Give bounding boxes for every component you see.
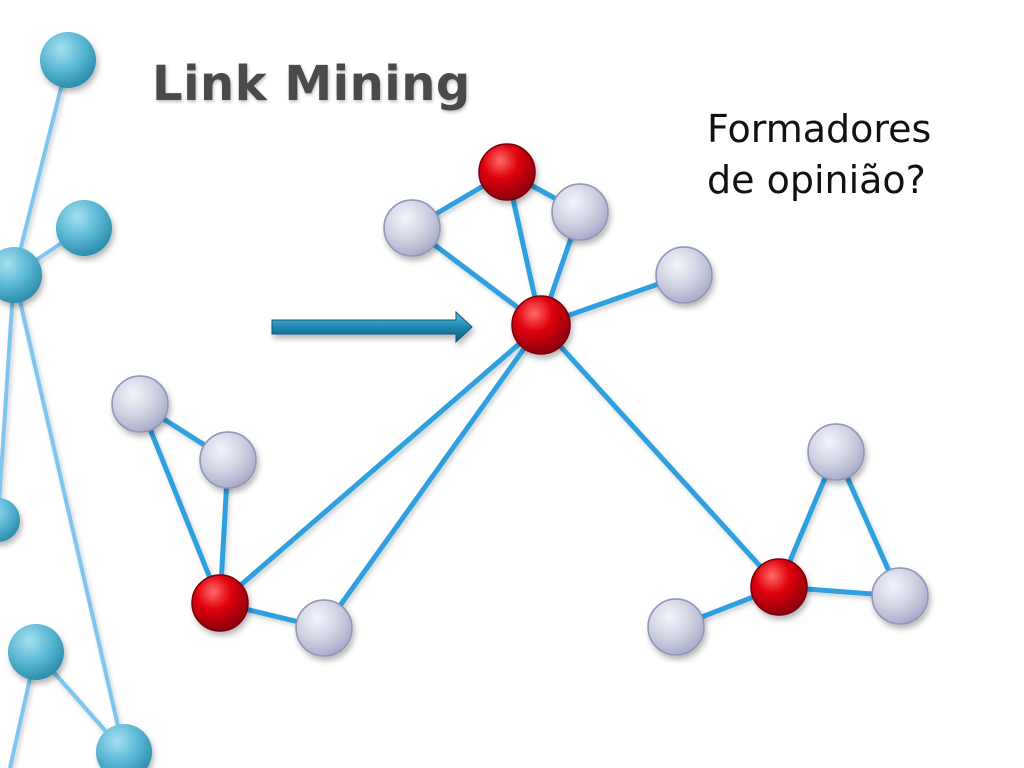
graph-nodes — [111, 143, 929, 657]
slide-title: Link Mining — [152, 56, 471, 112]
deco-edge — [12, 274, 126, 753]
callout-line-1: Formadores — [707, 107, 932, 151]
edge — [217, 322, 544, 606]
deco-edge — [12, 59, 70, 276]
callout-line-2: de opinião? — [707, 158, 926, 202]
node-red-opinion-leader — [750, 558, 808, 616]
deco-node — [0, 247, 42, 303]
node-gray — [647, 598, 705, 656]
node-red-hub — [511, 295, 571, 355]
node-gray — [383, 199, 441, 257]
node-gray — [807, 423, 865, 481]
node-red-opinion-leader — [478, 143, 536, 201]
node-gray — [871, 567, 929, 625]
node-gray — [655, 246, 713, 304]
deco-node — [40, 32, 96, 88]
node-gray — [295, 599, 353, 657]
node-red-opinion-leader — [191, 574, 249, 632]
node-gray — [199, 431, 257, 489]
edge — [137, 401, 223, 606]
edge — [538, 322, 782, 590]
deco-node — [56, 200, 112, 256]
deco-node — [96, 724, 152, 768]
decorative-side-network — [0, 32, 152, 768]
edge — [321, 322, 544, 631]
pointer-arrow — [271, 310, 473, 344]
node-gray — [551, 183, 609, 241]
callout-question: Formadores de opinião? — [707, 104, 931, 206]
deco-edge — [0, 274, 16, 521]
node-gray — [111, 375, 169, 433]
deco-node — [8, 624, 64, 680]
deco-node — [0, 498, 20, 542]
